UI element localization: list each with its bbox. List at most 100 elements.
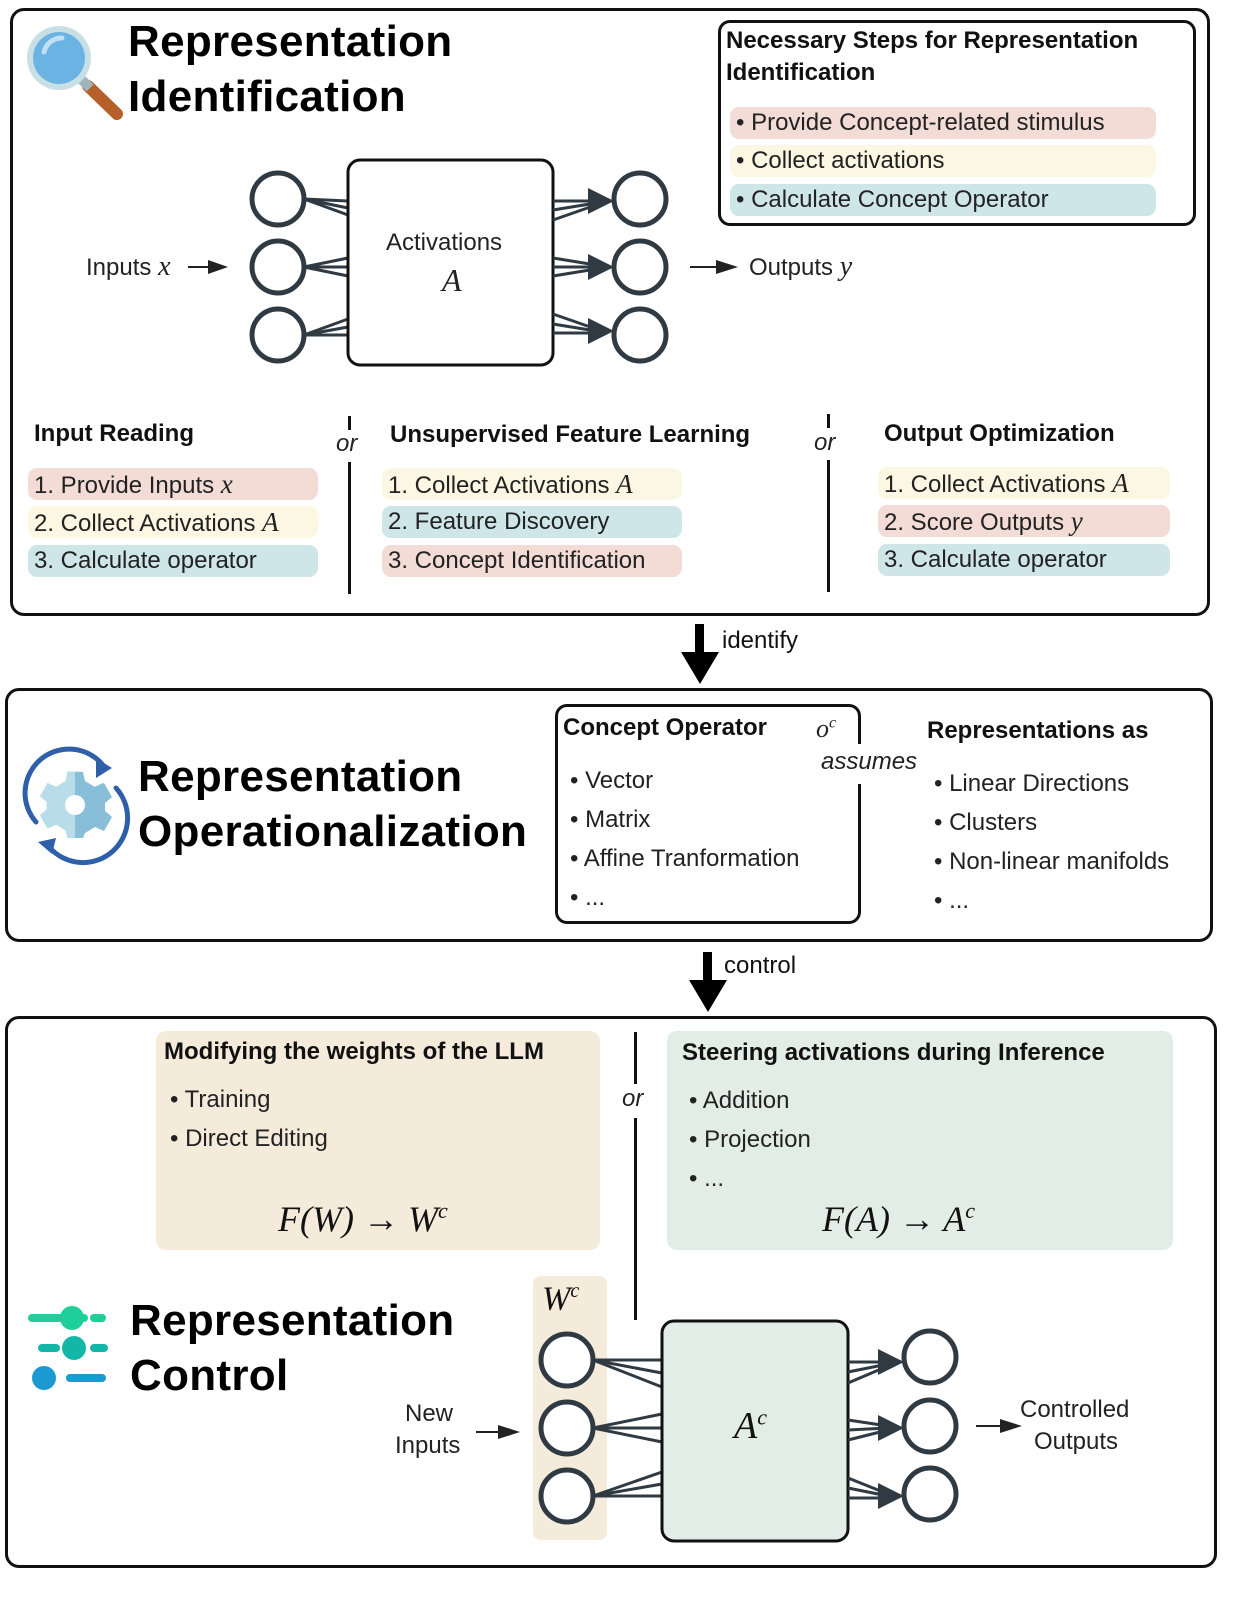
controlled-outputs-arrow — [976, 1419, 1022, 1433]
representation-item: • Non-linear manifolds — [934, 848, 1170, 875]
steering-item: • Projection — [689, 1126, 811, 1153]
controlled-activations-label: Ac — [734, 1404, 767, 1448]
step-text: 3. Calculate operator — [34, 547, 257, 574]
input-arrow — [188, 260, 228, 274]
input-connections — [303, 197, 349, 337]
inputs-text: Inputs — [86, 254, 152, 281]
output-arrowhead — [878, 1349, 904, 1375]
method-step: 2. Feature Discovery — [382, 506, 682, 538]
weights-base: W — [542, 1280, 571, 1318]
input-neuron — [249, 306, 307, 364]
controlled-outputs-line2: Outputs — [1034, 1428, 1119, 1455]
step-var: A — [616, 469, 633, 499]
output-arrowhead — [588, 254, 614, 280]
representations-title: Representations as — [927, 717, 1149, 744]
divider-line — [634, 1032, 637, 1084]
concept-operator-symbol: oc — [816, 714, 836, 744]
input-neuron — [249, 170, 307, 228]
concept-operator-title: Concept Operator — [563, 714, 768, 741]
control-label: control — [724, 952, 797, 979]
necessary-step-2: • Collect activations — [730, 145, 1156, 177]
step-text: 1. Provide Inputs — [34, 472, 221, 499]
identify-label: identify — [722, 627, 799, 654]
input-neuron — [538, 1399, 596, 1457]
representation-item: • Linear Directions — [934, 770, 1130, 797]
symbol-sup: c — [829, 714, 837, 732]
divider-line — [827, 414, 830, 428]
weights-box-title: Modifying the weights of the LLM — [164, 1038, 544, 1065]
formula-base: F(A) → A — [822, 1199, 966, 1239]
necessary-steps-title-line1: Necessary Steps for Representation — [726, 27, 1139, 54]
sliders-icon — [28, 1306, 108, 1390]
inputs-var: x — [158, 251, 171, 282]
necessary-step-3: • Calculate Concept Operator — [730, 184, 1156, 216]
step-text: 2. Score Outputs — [884, 509, 1071, 536]
method-step: 3. Calculate operator — [878, 544, 1170, 576]
new-inputs-arrow — [476, 1425, 520, 1439]
weights-formula: F(W) → Wc — [278, 1198, 448, 1240]
new-inputs-line2: Inputs — [395, 1432, 461, 1459]
operationalization-panel — [5, 688, 1213, 942]
necessary-step-1: • Provide Concept-related stimulus — [730, 107, 1156, 139]
steering-item: • ... — [689, 1165, 725, 1192]
divider-line — [634, 1118, 637, 1320]
controlled-outputs-line1: Controlled — [1020, 1396, 1130, 1423]
output-arrowhead — [878, 1483, 904, 1509]
outputs-var: y — [839, 251, 853, 282]
step-text: 2. Feature Discovery — [388, 508, 610, 535]
controlled-activations-box — [660, 1319, 850, 1543]
weights-label: Wc — [542, 1280, 579, 1318]
activations-var: A — [442, 262, 462, 298]
control-network — [476, 1319, 1022, 1543]
output-arrowhead — [588, 188, 614, 214]
step-text: 2. Collect Activations — [34, 510, 263, 537]
activations-base: A — [734, 1405, 758, 1447]
divider-line — [827, 460, 830, 592]
output-arrowhead — [588, 318, 614, 344]
steering-formula: F(A) → Ac — [822, 1198, 975, 1240]
step-text: 3. Calculate operator — [884, 546, 1107, 573]
step-var: A — [262, 507, 279, 537]
new-inputs-line1: New — [405, 1400, 454, 1427]
control-title-line1: Representation — [130, 1296, 455, 1345]
formula-sup: c — [437, 1198, 448, 1223]
weights-sup: c — [570, 1280, 580, 1302]
method-step: 1. Collect Activations A — [382, 468, 682, 500]
symbol-base: o — [816, 714, 829, 743]
assumes-label: assumes — [821, 748, 918, 775]
divider-line — [348, 416, 351, 430]
concept-operator-box — [555, 704, 861, 924]
method-step: 2. Score Outputs y — [878, 505, 1170, 537]
input-neuron — [249, 238, 307, 296]
concept-operator-item: • Matrix — [570, 806, 651, 833]
identify-arrow-icon — [681, 624, 719, 684]
input-neuron — [538, 1331, 596, 1389]
identification-title-line2: Identification — [128, 72, 406, 121]
divider-line — [348, 462, 351, 594]
concept-operator-item: • Vector — [570, 767, 654, 794]
method-step: 1. Provide Inputs x — [28, 468, 318, 500]
step-var: A — [1112, 468, 1129, 498]
or-label: or — [814, 429, 836, 456]
control-title-line2: Control — [130, 1351, 289, 1400]
outputs-label: Outputs y — [749, 251, 852, 283]
magnifying-glass-icon — [27, 26, 123, 120]
step-var: x — [220, 469, 233, 499]
formula-base: F(W) → W — [278, 1199, 438, 1239]
output-arrow — [690, 260, 738, 274]
output-neuron — [611, 306, 669, 364]
necessary-steps-box — [718, 20, 1196, 226]
representation-item: • Clusters — [934, 809, 1038, 836]
step-text: 1. Collect Activations — [884, 471, 1113, 498]
formula-sup: c — [965, 1198, 976, 1223]
concept-operator-item: • ... — [570, 884, 606, 911]
output-neuron — [901, 1397, 959, 1455]
output-neuron — [611, 170, 669, 228]
gear-cycle-icon — [22, 746, 131, 866]
weights-box — [156, 1031, 600, 1250]
identification-network — [188, 158, 738, 367]
activations-sup: c — [757, 1404, 767, 1430]
weights-item: • Training — [170, 1086, 271, 1113]
representation-item: • ... — [934, 887, 970, 914]
necessary-steps-title-line2: Identification — [726, 59, 876, 86]
